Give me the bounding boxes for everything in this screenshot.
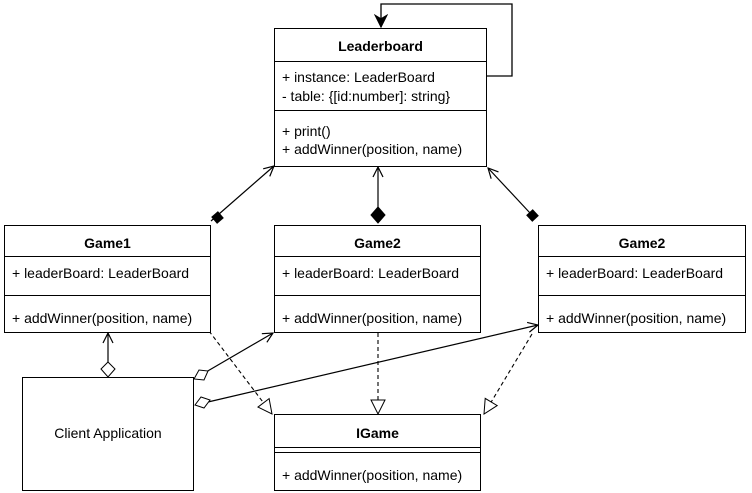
attribute: + leaderBoard: LeaderBoard bbox=[12, 265, 190, 281]
attribute: + leaderBoard: LeaderBoard bbox=[282, 265, 460, 281]
class-game2-right[interactable]: Game2 + leaderBoard: LeaderBoard + addWi… bbox=[538, 225, 746, 333]
method: + addWinner(position, name) bbox=[12, 310, 193, 326]
aggregation-line-client-game2-right bbox=[207, 325, 538, 403]
divider bbox=[5, 295, 210, 296]
class-name: Game2 bbox=[618, 235, 666, 251]
interface-igame[interactable]: IGame + addWinner(position, name) bbox=[274, 414, 481, 491]
class-game2-center[interactable]: Game2 + leaderBoard: LeaderBoard + addWi… bbox=[274, 225, 481, 333]
client-application-label: Client Application bbox=[54, 425, 162, 441]
divider bbox=[539, 295, 745, 296]
method: + addWinner(position, name) bbox=[546, 310, 727, 326]
divider bbox=[275, 452, 480, 453]
class-name: IGame bbox=[356, 425, 399, 441]
realization-line-game2-right bbox=[484, 333, 533, 414]
divider bbox=[275, 447, 480, 448]
method: + print() bbox=[282, 123, 331, 139]
divider bbox=[275, 110, 486, 111]
class-name: Game2 bbox=[354, 235, 401, 251]
composition-line-game1 bbox=[210, 166, 274, 222]
class-name: Game1 bbox=[84, 235, 131, 251]
composition-line-game2-right bbox=[488, 168, 531, 214]
aggregation-diamond-client-game1 bbox=[100, 361, 116, 378]
client-application-box[interactable]: Client Application bbox=[22, 377, 194, 491]
aggregation-line-client-game2-center bbox=[205, 333, 273, 373]
class-game1[interactable]: Game1 + leaderBoard: LeaderBoard + addWi… bbox=[4, 225, 211, 333]
method: + addWinner(position, name) bbox=[282, 141, 463, 157]
attribute: + instance: LeaderBoard bbox=[282, 69, 435, 85]
attribute: - table: {[id:number]: string} bbox=[282, 88, 451, 104]
realization-line-game1 bbox=[208, 330, 272, 414]
composition-square-game1 bbox=[211, 211, 224, 224]
composition-diamond-game2-center bbox=[370, 206, 386, 224]
divider bbox=[539, 256, 745, 257]
class-leaderboard[interactable]: Leaderboard + instance: LeaderBoard - ta… bbox=[274, 28, 487, 167]
method: + addWinner(position, name) bbox=[282, 467, 463, 483]
divider bbox=[275, 295, 480, 296]
divider bbox=[275, 61, 486, 62]
composition-square-game2-right bbox=[526, 209, 539, 222]
aggregation-diamond-client-game2-center bbox=[193, 369, 209, 381]
self-association-line bbox=[381, 3, 513, 77]
divider bbox=[275, 256, 480, 257]
aggregation-diamond-client-game2-right bbox=[194, 396, 211, 409]
class-name: Leaderboard bbox=[338, 38, 423, 54]
divider bbox=[5, 256, 210, 257]
attribute: + leaderBoard: LeaderBoard bbox=[546, 265, 724, 281]
method: + addWinner(position, name) bbox=[282, 310, 463, 326]
